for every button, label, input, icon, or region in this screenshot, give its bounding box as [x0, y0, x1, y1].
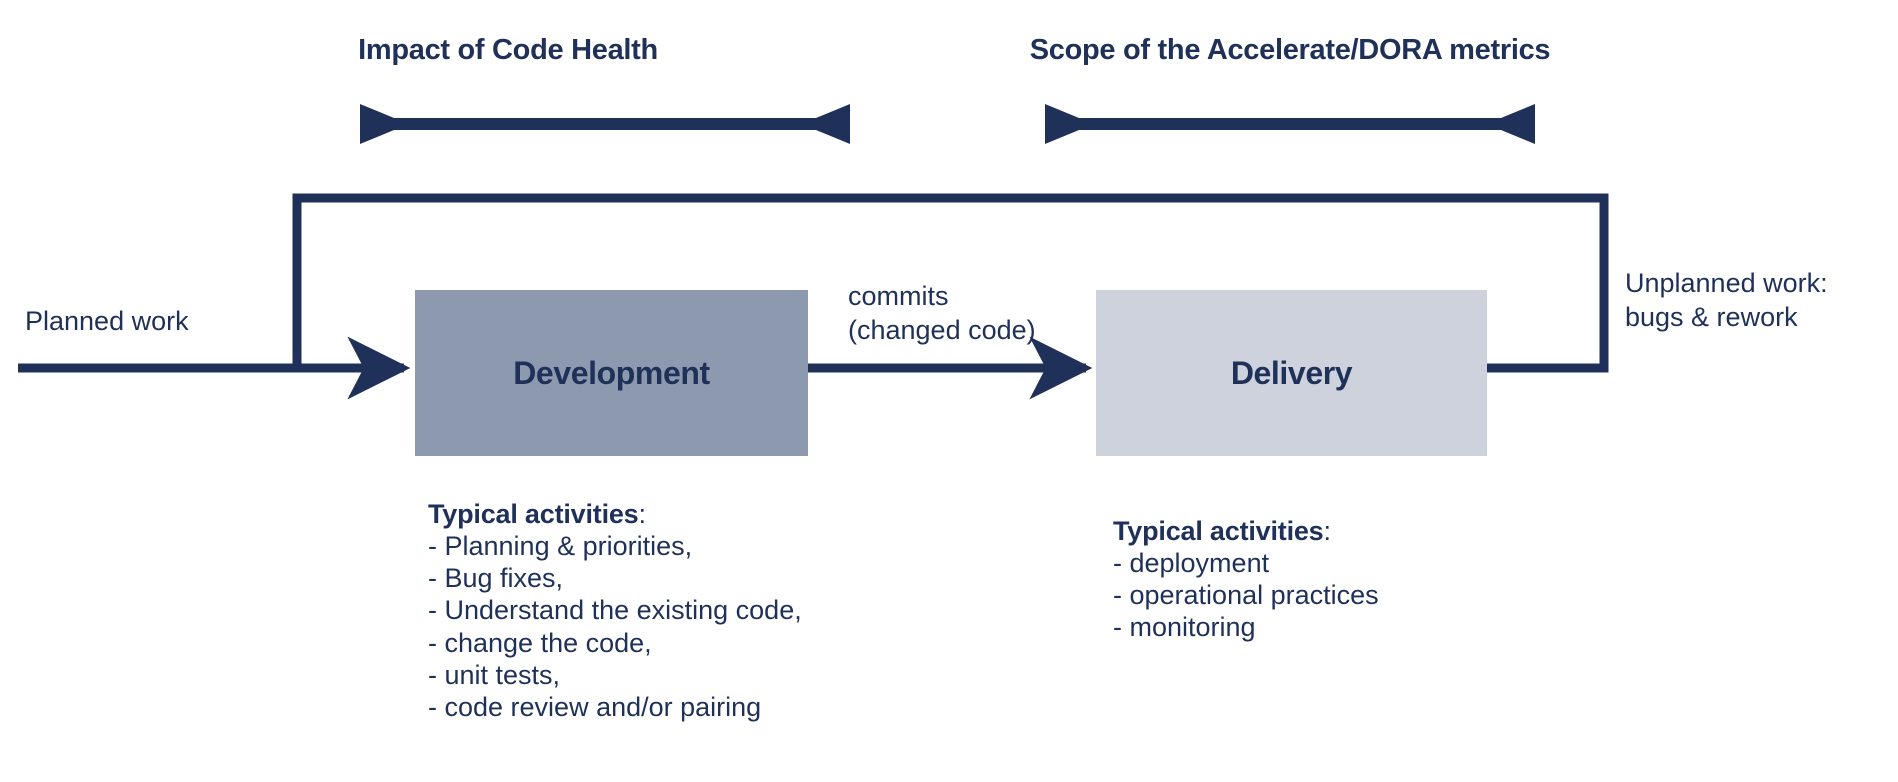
activities-title-delivery: Typical activities:: [1113, 515, 1379, 547]
activity-item: - operational practices: [1113, 580, 1379, 611]
process-box-delivery-label: Delivery: [1230, 354, 1353, 391]
activity-item: - deployment: [1113, 548, 1270, 579]
activities-list-delivery: Typical activities: - deployment - opera…: [1113, 515, 1379, 644]
activity-item: - code review and/or pairing: [428, 691, 762, 722]
process-box-development-label: Development: [513, 354, 710, 391]
activities-list-development: Typical activities: - Planning & priorit…: [428, 498, 802, 723]
activities-title-development-text: Typical activities: [428, 499, 639, 529]
activity-item: - change the code,: [428, 627, 652, 658]
process-box-development[interactable]: Development: [415, 290, 808, 456]
activity-item: - unit tests,: [428, 659, 561, 690]
activities-title-delivery-text: Typical activities: [1113, 516, 1324, 546]
activities-title-development-colon: :: [638, 499, 647, 529]
activity-item: - monitoring: [1113, 612, 1256, 643]
activity-item: - Understand the existing code,: [428, 595, 802, 626]
activities-title-development: Typical activities:: [428, 498, 802, 530]
feedback-loop-path: [292, 193, 1609, 373]
heading-impact-of-code-health: Impact of Code Health: [358, 34, 658, 66]
label-commits-changed-code: commits (changed code): [848, 281, 1036, 345]
process-box-delivery[interactable]: Delivery: [1096, 290, 1487, 456]
span-arrow-impact: [360, 104, 850, 144]
activities-title-delivery-colon: :: [1323, 516, 1332, 546]
activity-item: - Bug fixes,: [428, 563, 564, 594]
span-arrow-scope: [1045, 104, 1535, 144]
label-unplanned-work: Unplanned work: bugs & rework: [1625, 268, 1828, 332]
activity-item: - Planning & priorities,: [428, 531, 693, 562]
heading-scope-of-dora-metrics: Scope of the Accelerate/DORA metrics: [1029, 34, 1551, 66]
label-planned-work: Planned work: [25, 306, 189, 336]
